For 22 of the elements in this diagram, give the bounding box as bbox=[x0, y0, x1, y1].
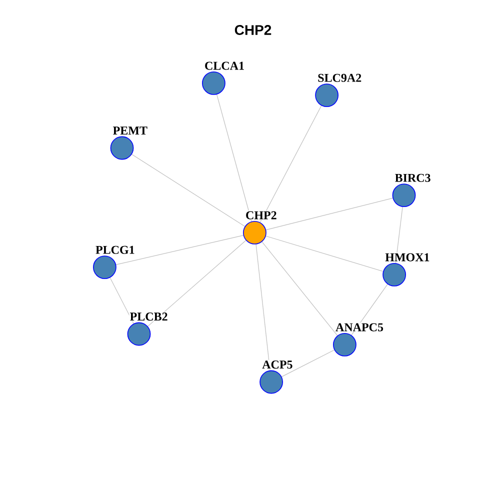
node-label: PLCG1 bbox=[94, 245, 136, 255]
edge-line bbox=[256, 244, 270, 371]
node-label: HMOX1 bbox=[384, 252, 430, 262]
node-label: ANAPC5 bbox=[334, 322, 384, 332]
title: CHP2 bbox=[234, 25, 272, 35]
edge-line bbox=[131, 154, 246, 227]
node-label: CLCA1 bbox=[204, 61, 246, 70]
edge-line bbox=[110, 277, 134, 324]
node-label: SLC9A2 bbox=[317, 73, 362, 83]
node-label: ACP5 bbox=[262, 360, 294, 370]
edge-line bbox=[116, 234, 244, 266]
edge-line bbox=[147, 240, 246, 327]
edge-line bbox=[262, 241, 338, 336]
node-label: PLCB2 bbox=[129, 312, 168, 322]
edge-line bbox=[265, 236, 384, 272]
node-label: PEMT bbox=[112, 126, 148, 136]
edge-line bbox=[260, 105, 322, 223]
edge-line bbox=[266, 198, 394, 230]
edge-line bbox=[216, 94, 252, 222]
node-label: CHP2 bbox=[244, 210, 278, 220]
node-label: BIRC3 bbox=[394, 173, 432, 183]
edge-line bbox=[281, 350, 335, 378]
